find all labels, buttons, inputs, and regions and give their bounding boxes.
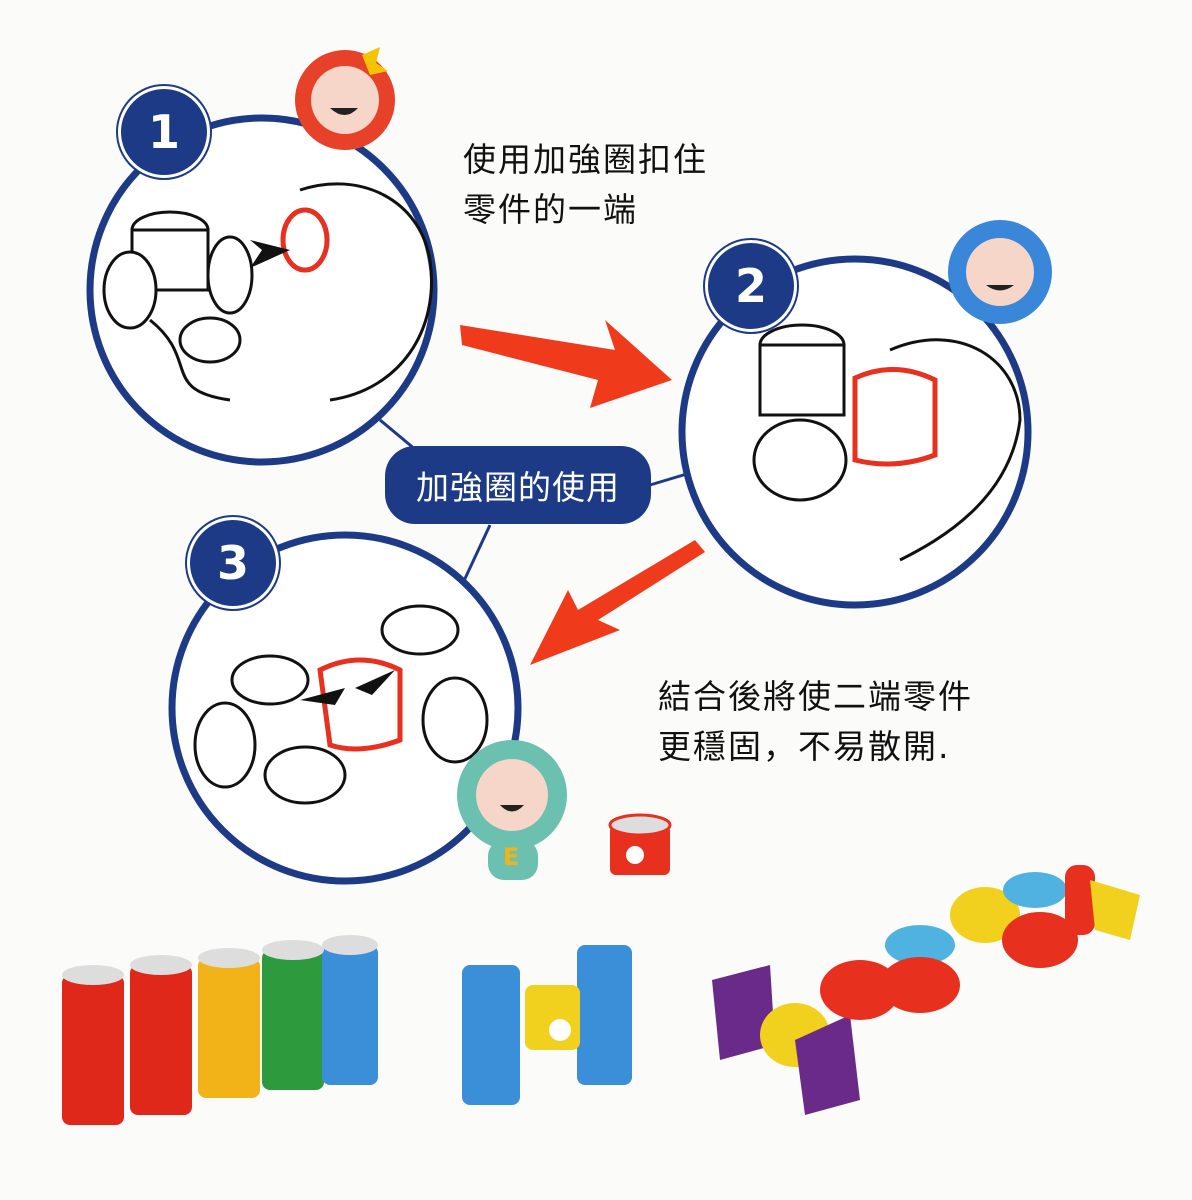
mascot-letter: E [503,843,520,871]
ring-stacks-photo [62,935,378,1125]
step-1-instruction: 使用加強圈扣住 零件的一端 [463,135,708,235]
step-3-badge: 3 [187,517,279,609]
mascot-green-icon [457,740,567,880]
step-2-parts-drawing [752,323,1022,562]
step-3-arrow-right-icon [355,670,395,695]
step-3-line-1: 結合後將使二端零件 [658,677,973,716]
step-1-number: 1 [147,105,180,159]
step-3-line-2: 更穩固，不易散開. [658,727,951,766]
step-2-ring [852,367,938,467]
step-1-circle [86,114,438,466]
step-1-arrow-icon [250,240,290,268]
step-1-badge: 1 [118,86,210,178]
step-3-arrow-left-icon [300,688,345,705]
step-2-badge: 2 [705,240,797,332]
loose-ring-icon [608,813,672,875]
toy-chain-photo [712,865,1140,1115]
center-label: 加強圈的使用 [385,446,651,524]
step-2-number: 2 [734,259,767,313]
red-arrow-2-to-3-icon [530,540,705,665]
step-3-instruction: 結合後將使二端零件 更穩固，不易散開. [658,672,973,772]
mascot-red-icon [295,47,395,150]
mascot-blue-icon [948,220,1052,324]
step-1-line-2: 零件的一端 [463,190,638,229]
step-1-parts-drawing [102,182,433,402]
blue-connector-photo [462,945,632,1105]
center-label-text: 加強圈的使用 [416,468,620,507]
step-3-parts-drawing [193,604,489,805]
step-1-line-1: 使用加強圈扣住 [463,140,708,179]
step-1-ring [280,207,330,273]
step-3-number: 3 [216,536,249,590]
red-arrow-1-to-2-icon [460,320,672,408]
